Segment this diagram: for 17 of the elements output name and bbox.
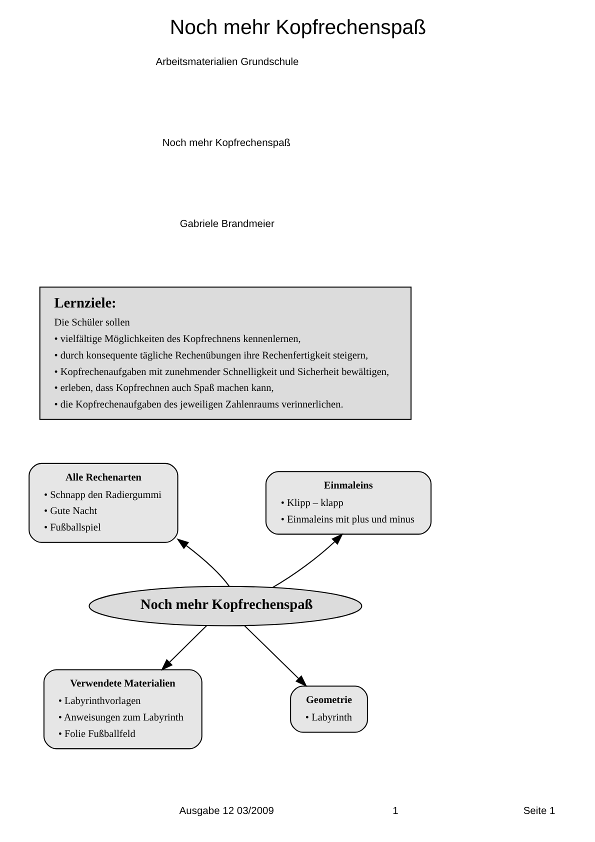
label: Noch mehr Kopfrechenspaß <box>162 138 290 149</box>
node-box: Alle Rechenarten • Schnapp den Radiergummi • Gute Nacht • Fußballspiel <box>28 462 178 542</box>
node-box: Verwendete Materialien • Labyrinthvorlagen • Anweisungen zum Labyrinth • Folie Fußballfeld <box>42 668 202 749</box>
node-box: Lernziele: Die Schüler sollen • vielfältige Möglichkeiten des Kopfrechnens kennenlernen, • durch konsequente tägliche Rechenübungen ihre Rechenfertigkeit steigern, • Kopfrechenaufgaben mit zunehmender Schnelligkeit und Sicherheit bewältigen, • erleben, dass Kopfrechnen auch Spaß machen kann, • die Kopfrechenaufgaben des jeweiligen Zahlenraums verinnerlichen. <box>38 286 412 420</box>
node-box: Geometrie • Labyrinth <box>290 685 368 732</box>
label: Seite 1 <box>522 805 555 816</box>
arrow <box>244 624 307 686</box>
label: Ausgabe 12 03/2009 <box>178 805 274 816</box>
label: Gabriele Brandmeier <box>179 218 274 230</box>
label: Arbeitsmaterialien Grundschule <box>155 56 298 68</box>
arrow <box>176 538 230 586</box>
arrow <box>272 532 343 588</box>
diagram-title: Noch mehr Kopfrechenspaß <box>169 15 426 38</box>
label: 1 <box>392 805 398 816</box>
arrow <box>160 624 207 670</box>
node-ellipse: Noch mehr Kopfrechenspaß <box>88 585 362 626</box>
node-box: Einmaleins • Klipp – klapp • Einmaleins mit plus und minus <box>264 470 432 534</box>
